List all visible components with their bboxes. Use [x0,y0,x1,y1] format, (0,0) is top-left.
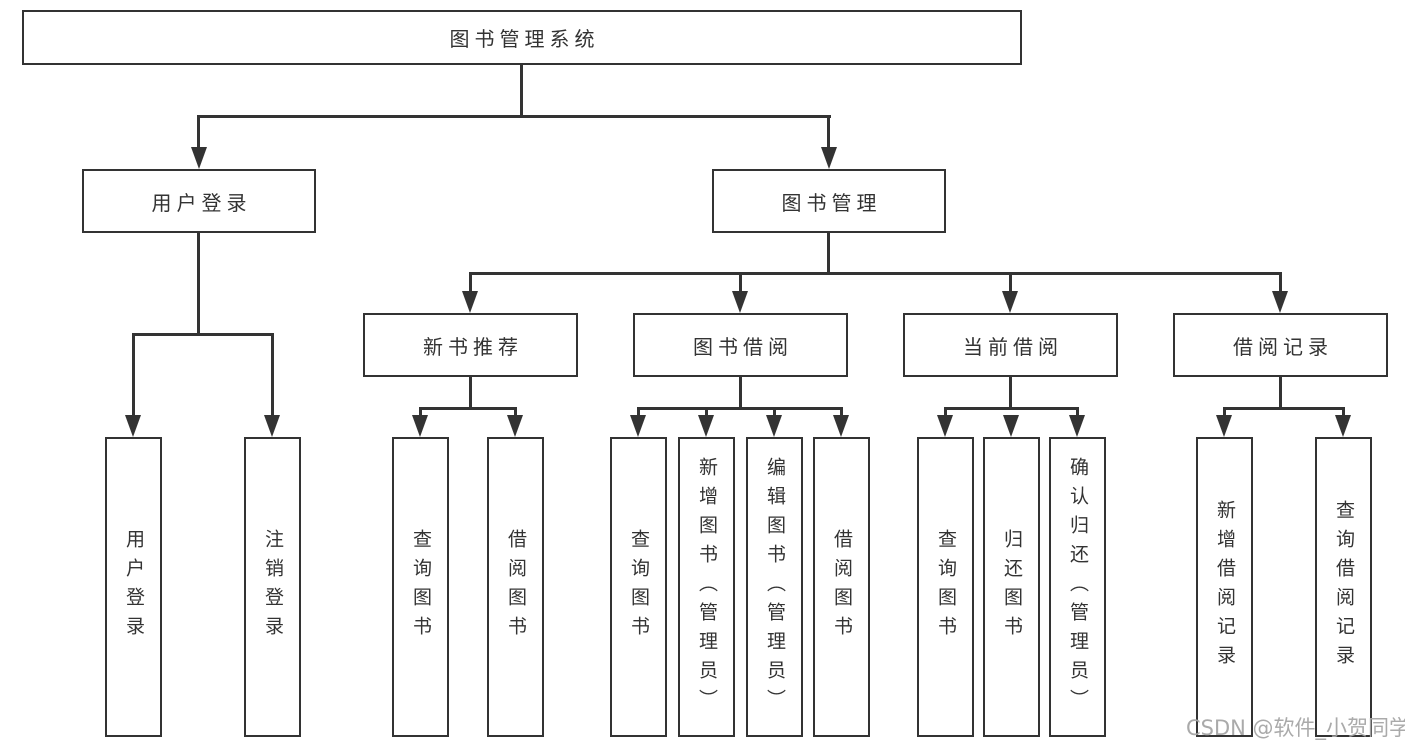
connector-line [197,115,200,150]
node-borrowing-records: 借阅记录 [1173,313,1388,377]
leaf-bb-borrow-books: 借阅图书 [813,437,870,737]
connector-line [1342,407,1345,418]
node-root-label: 图书管理系统 [449,27,600,51]
leaf-nbr-borrow-books: 借阅图书 [487,437,544,737]
leaf-bb-edit-books-admin: 编辑图书（管理员） [746,437,803,737]
connector-line [637,407,640,418]
arrow-down-icon [698,415,714,437]
leaf-user-login: 用户登录 [105,437,162,737]
arrow-down-icon [1002,291,1018,313]
connector-line [773,407,776,418]
node-current-borrowing-label: 当前借阅 [963,334,1063,359]
leaf-br-add-record-label: 新增借阅记录 [1214,500,1236,674]
arrow-down-icon [462,291,478,313]
connector-line [514,407,517,418]
node-user-login: 用户登录 [82,169,316,233]
connector-line [197,233,200,335]
arrow-down-icon [1003,415,1019,437]
connector-line [197,115,831,118]
connector-line [520,65,523,117]
connector-line [1279,377,1282,410]
node-book-borrowing: 图书借阅 [633,313,848,377]
connector-line [1009,377,1012,410]
leaf-user-login-label: 用户登录 [123,529,145,645]
connector-line [827,115,830,150]
connector-line [271,333,274,417]
connector-line [469,272,472,294]
connector-line [827,233,830,274]
leaf-bb-add-books-admin-label: 新增图书（管理员） [696,456,718,718]
leaf-bb-query-books: 查询图书 [610,437,667,737]
leaf-bb-borrow-books-label: 借阅图书 [831,529,853,645]
leaf-cb-confirm-return-admin-label: 确认归还（管理员） [1067,456,1089,718]
arrow-down-icon [507,415,523,437]
node-user-login-label: 用户登录 [151,190,252,215]
node-new-book-recommend-label: 新书推荐 [423,334,523,359]
arrow-down-icon [937,415,953,437]
connector-line [1009,272,1012,294]
arrow-down-icon [630,415,646,437]
node-book-management: 图书管理 [712,169,946,233]
node-book-borrowing-label: 图书借阅 [693,334,793,359]
connector-line [739,272,742,294]
arrow-down-icon [833,415,849,437]
leaf-cb-return-books-label: 归还图书 [1001,529,1023,645]
node-borrowing-records-label: 借阅记录 [1233,334,1333,359]
arrow-down-icon [412,415,428,437]
connector-line [469,377,472,410]
connector-line [132,333,274,336]
arrow-down-icon [1069,415,1085,437]
connector-line [469,272,1282,275]
arrow-down-icon [1216,415,1232,437]
leaf-bb-query-books-label: 查询图书 [628,529,650,645]
leaf-nbr-query-books-label: 查询图书 [410,529,432,645]
leaf-cb-return-books: 归还图书 [983,437,1040,737]
connector-line [132,333,135,417]
connector-line [944,407,947,418]
connector-line [1223,407,1226,418]
arrow-down-icon [732,291,748,313]
connector-line [840,407,843,418]
connector-line [419,407,517,410]
arrow-down-icon [125,415,141,437]
leaf-logout: 注销登录 [244,437,301,737]
leaf-cb-query-books: 查询图书 [917,437,974,737]
connector-line [944,407,1079,410]
connector-line [637,407,843,410]
leaf-nbr-query-books: 查询图书 [392,437,449,737]
leaf-nbr-borrow-books-label: 借阅图书 [505,529,527,645]
connector-line [739,377,742,410]
connector-line [705,407,708,418]
arrow-down-icon [191,147,207,169]
node-current-borrowing: 当前借阅 [903,313,1118,377]
leaf-br-query-record-label: 查询借阅记录 [1333,500,1355,674]
node-new-book-recommend: 新书推荐 [363,313,578,377]
leaf-br-query-record: 查询借阅记录 [1315,437,1372,737]
connector-line [419,407,422,418]
leaf-br-add-record: 新增借阅记录 [1196,437,1253,737]
arrow-down-icon [1272,291,1288,313]
csdn-watermark: CSDN @软件_小贺同学 [1186,716,1405,740]
node-root: 图书管理系统 [22,10,1022,65]
connector-line [1223,407,1345,410]
connector-line [1076,407,1079,418]
leaf-logout-label: 注销登录 [262,529,284,645]
node-book-management-label: 图书管理 [781,190,882,215]
connector-line [1279,272,1282,294]
leaf-cb-confirm-return-admin: 确认归还（管理员） [1049,437,1106,737]
arrow-down-icon [264,415,280,437]
arrow-down-icon [821,147,837,169]
leaf-bb-edit-books-admin-label: 编辑图书（管理员） [764,456,786,718]
leaf-bb-add-books-admin: 新增图书（管理员） [678,437,735,737]
leaf-cb-query-books-label: 查询图书 [935,529,957,645]
arrow-down-icon [766,415,782,437]
arrow-down-icon [1335,415,1351,437]
